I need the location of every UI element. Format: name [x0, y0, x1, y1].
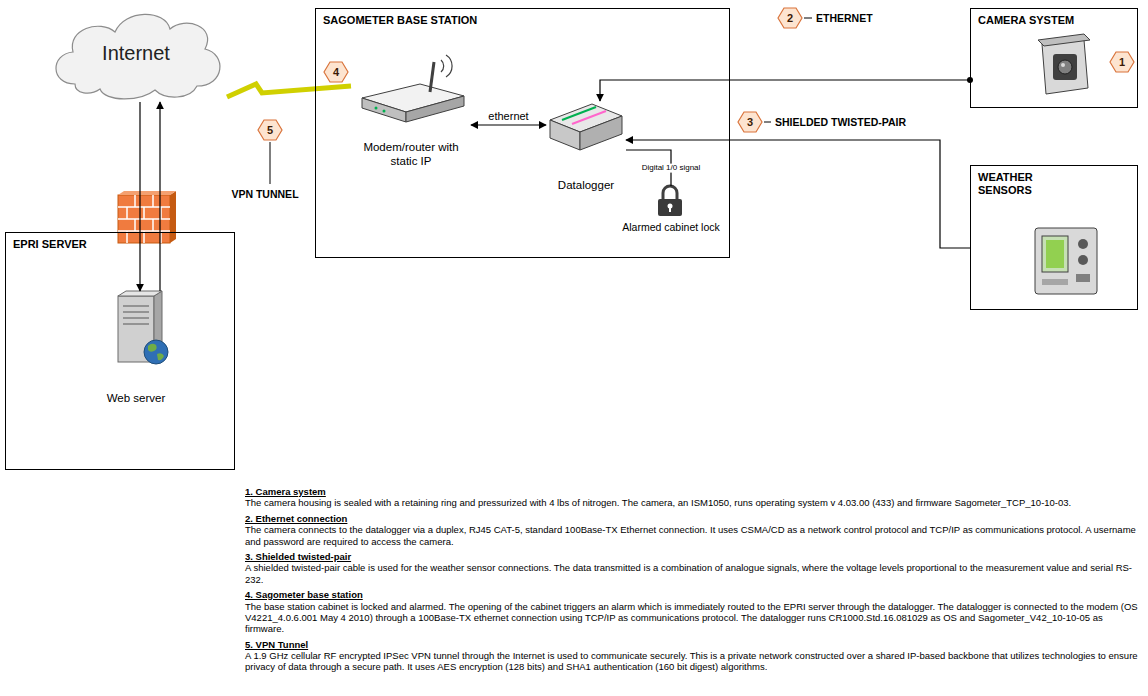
camera-box: CAMERA SYSTEM	[970, 8, 1138, 108]
camera-icon	[1053, 54, 1077, 80]
callout-number: 1	[1119, 56, 1125, 68]
callout-hexagon	[778, 8, 802, 28]
weather-sensor-icon	[1078, 239, 1088, 249]
leader-line	[804, 18, 812, 19]
callout-number: 2	[787, 12, 793, 24]
firewall-icon	[118, 191, 176, 195]
datalogger-icon	[572, 111, 606, 124]
device-label: Modem/router with static IP	[351, 140, 471, 169]
base-station-box: SAGOMETER BASE STATION Modem/router with …	[315, 8, 730, 258]
box-title: WEATHER SENSORS	[971, 166, 1075, 202]
camera-cable	[600, 80, 970, 101]
modem-icon	[375, 107, 378, 110]
modem-icon	[441, 55, 452, 77]
datalogger: Datalogger	[546, 101, 626, 192]
note-heading: 5. VPN Tunnel	[245, 639, 1138, 650]
weather-sensor-icon	[1078, 255, 1088, 265]
note-body: The camera connects to the datalogger vi…	[245, 524, 1138, 547]
modem-icon	[383, 110, 386, 113]
note-body: A shielded twisted-pair cable is used fo…	[245, 562, 1138, 585]
callout-number: 5	[267, 124, 273, 136]
weather-sensor-icon	[1035, 228, 1097, 294]
edge-label: ethernet	[486, 110, 530, 122]
leader-line	[764, 122, 771, 123]
camera-icon	[1058, 60, 1072, 74]
box-title: EPRI SERVER	[6, 233, 234, 256]
datalogger-icon	[580, 116, 622, 150]
leader-line	[270, 142, 271, 184]
weather-sensor-icon	[1076, 274, 1090, 282]
padlock-icon	[658, 199, 682, 216]
web-server-icon	[144, 340, 168, 364]
leader-line	[270, 18, 812, 184]
weather-sensor-icon	[1042, 236, 1068, 272]
callout-hexagon	[738, 112, 762, 132]
device-label: Web server	[81, 391, 191, 405]
web-server-icon	[118, 291, 162, 296]
datalogger-icon	[550, 104, 622, 150]
note-body: The base station cabinet is locked and a…	[245, 601, 1138, 635]
datalogger-icon	[550, 120, 580, 150]
box-title: SAGOMETER BASE STATION	[316, 9, 729, 32]
callout-number: 4	[333, 66, 339, 78]
padlock-icon	[663, 186, 677, 200]
callout-hexagon	[324, 62, 348, 82]
note-heading: 2. Ethernet connection	[245, 513, 1138, 524]
firewall-icon	[118, 195, 170, 243]
edge-label: Digital 1/0 signal	[640, 164, 703, 173]
firewall-icon	[170, 191, 176, 243]
modem-icon	[362, 98, 406, 122]
modem-icon	[406, 96, 464, 122]
web-server-icon	[148, 344, 164, 360]
cloud-shape	[56, 14, 220, 99]
weather-sensor-icon	[1035, 228, 1097, 294]
connection-label: VPN TUNNEL	[231, 188, 298, 200]
cabinet-lock: Alarmed cabinet lock	[621, 186, 721, 234]
padlock-icon	[658, 186, 682, 216]
web-server-icon	[118, 291, 168, 364]
web-server: Web server	[81, 291, 191, 405]
camera-icon	[1061, 63, 1065, 67]
connection-label: ETHERNET	[816, 12, 873, 24]
downlink-arrow	[139, 102, 140, 291]
uplink-arrow	[159, 102, 160, 291]
box-title: CAMERA SYSTEM	[971, 9, 1137, 32]
callout-hexagon	[258, 8, 1134, 140]
firewall-icon	[118, 191, 176, 243]
weather-sensor-icon	[1046, 240, 1064, 268]
note-body: The camera housing is sealed with a reta…	[245, 497, 1138, 508]
weather-sensor-icon	[1042, 279, 1068, 285]
modem-icon	[362, 55, 464, 122]
weather-box: WEATHER SENSORS	[970, 165, 1138, 310]
callout-hexagon	[1110, 52, 1134, 72]
connection-label: SHIELDED TWISTED-PAIR	[775, 116, 906, 128]
modem-router: Modem/router with static IP	[351, 56, 471, 169]
note-heading: 4. Sagometer base station	[245, 589, 1138, 600]
datalogger-icon	[562, 107, 596, 120]
firewall-icon	[118, 195, 170, 243]
ethernet-link	[471, 124, 546, 125]
cloud-label: Internet	[102, 42, 170, 65]
note-body: A 1.9 GHz cellular RF encrypted IPSec VP…	[245, 650, 1138, 673]
notes-panel: 1. Camera systemThe camera housing is se…	[245, 482, 1138, 673]
device-label: Alarmed cabinet lock	[621, 221, 721, 234]
padlock-icon	[669, 207, 671, 212]
vpn-lightning	[227, 84, 351, 97]
device-label: Datalogger	[546, 178, 626, 192]
callout-hexagon	[258, 120, 282, 140]
web-server-icon	[123, 306, 149, 324]
note-heading: 1. Camera system	[245, 486, 1138, 497]
callout-number: 3	[747, 116, 753, 128]
camera-icon	[1042, 40, 1088, 94]
server-enclosure: EPRI SERVER Web server	[5, 232, 235, 470]
internet-cloud: Internet	[45, 4, 227, 102]
note-heading: 3. Shielded twisted-pair	[245, 551, 1138, 562]
camera-icon	[1038, 34, 1090, 94]
camera-icon	[1038, 34, 1090, 46]
modem-icon	[430, 62, 434, 92]
